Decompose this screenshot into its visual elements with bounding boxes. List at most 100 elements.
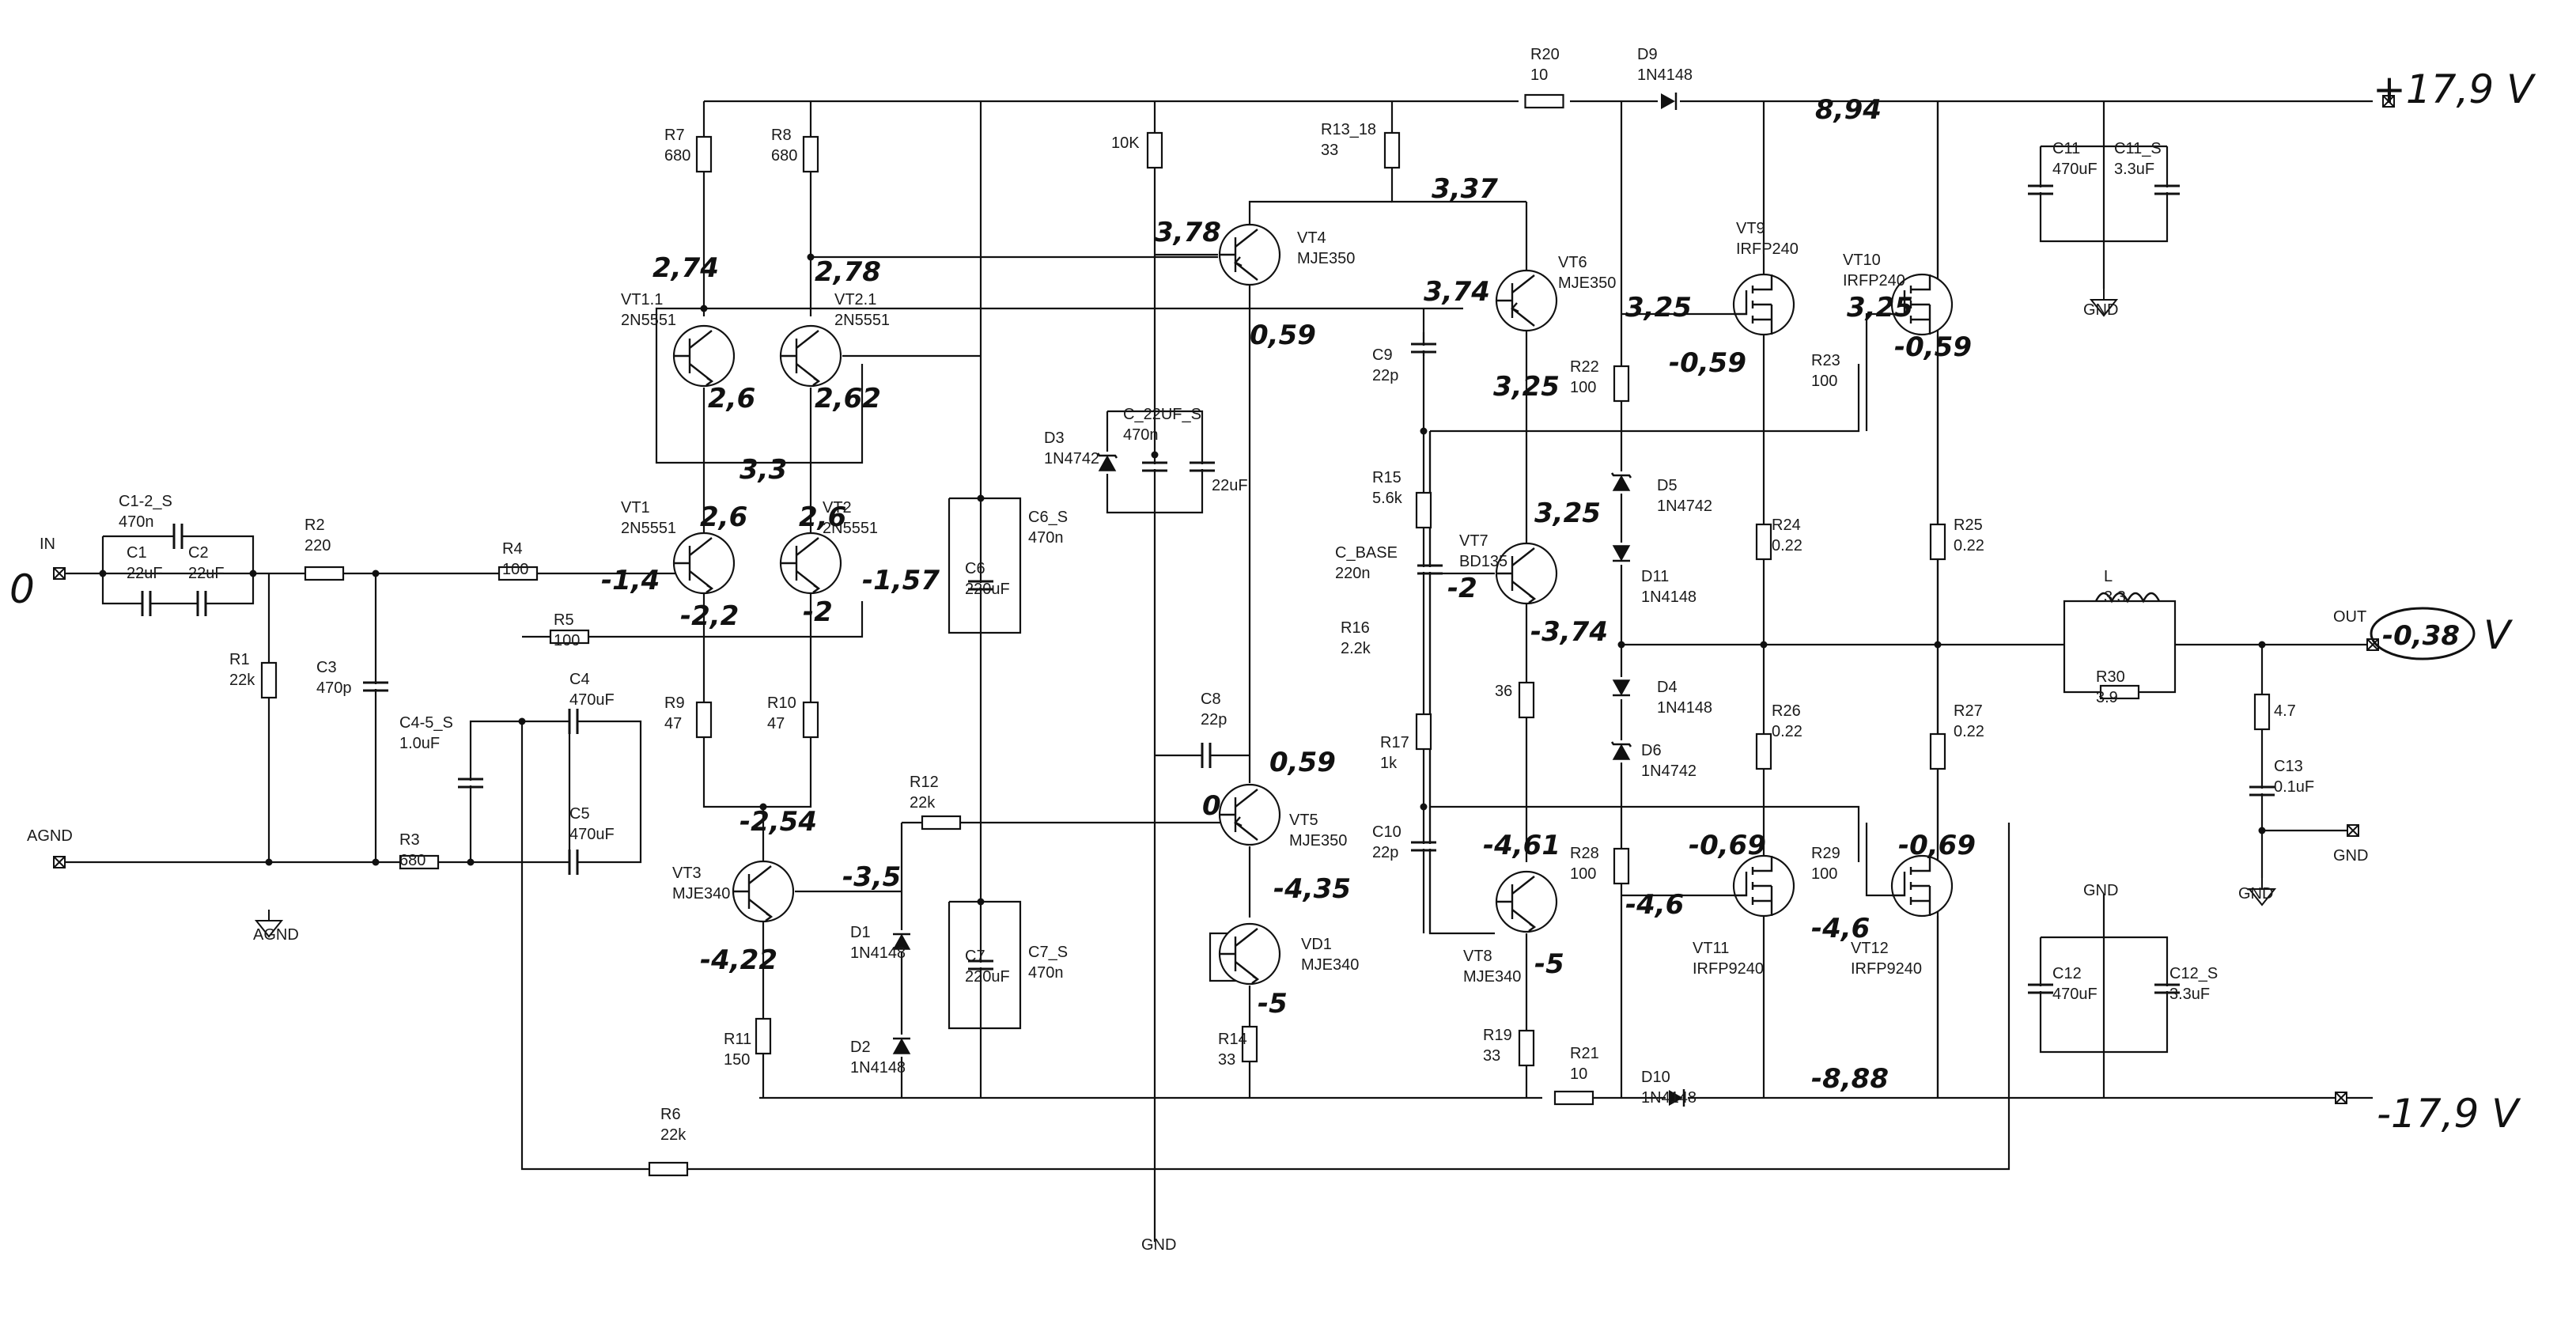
transistor-symbol <box>781 537 819 589</box>
component-value-r1: 22k <box>229 672 255 689</box>
diode-triangle <box>1098 455 1117 471</box>
component-value-vt1: 2N5551 <box>621 520 676 537</box>
voltage-annotation: 8,94 <box>1815 94 1882 126</box>
voltage-annotation: -5 <box>1534 948 1564 980</box>
component-value-r16: 2.2k <box>1341 640 1371 657</box>
component-value-r25: 0.22 <box>1954 537 1984 554</box>
gnd-ground-label-c11: GND <box>2083 301 2118 319</box>
wire <box>1865 823 1892 897</box>
transistor-symbol <box>674 537 713 589</box>
component-ref-c2: C2 <box>188 544 209 562</box>
capacitor-plates <box>1411 841 1436 852</box>
component-value-r27: 0.22 <box>1954 723 1984 740</box>
transistor-symbol <box>1496 547 1535 600</box>
voltage-annotation: -0,69 <box>1689 830 1766 861</box>
component-value-r8: 680 <box>771 147 797 165</box>
component-ref-r6: R6 <box>660 1106 681 1123</box>
resistor-body <box>921 815 962 831</box>
junction-dot <box>99 570 107 577</box>
component-ref-r22: R22 <box>1570 358 1599 376</box>
transistor-arrow <box>1528 595 1537 604</box>
component-ref-c11-s: C11_S <box>2114 140 2162 157</box>
component-ref-r2: R2 <box>305 517 325 534</box>
positive-rail-voltage: +17,9 V <box>2373 66 2536 112</box>
resistor-body <box>549 629 590 645</box>
port-terminal-x <box>2383 96 2394 107</box>
component-ref-vd1: VD1 <box>1301 936 1332 953</box>
junction-dot <box>2258 641 2266 649</box>
diode-bar <box>1610 741 1632 747</box>
capacitor-gap <box>1203 743 1209 768</box>
resistor-body <box>1755 732 1772 770</box>
component-ref-vt11: VT11 <box>1693 940 1729 957</box>
component-value-c12: 470uF <box>2052 986 2097 1003</box>
component-value-r5: 100 <box>554 632 580 649</box>
resistor-body <box>260 661 278 699</box>
component-value-r6: 22k <box>660 1126 687 1144</box>
mosfet-symbol <box>1892 274 1931 335</box>
inductor-coil <box>2094 592 2161 604</box>
capacitor-gap <box>1410 844 1437 849</box>
component-value-r23: 100 <box>1811 373 1837 390</box>
component-value-d2: 1N4148 <box>850 1059 906 1077</box>
transistor-arrow <box>812 585 821 593</box>
component-ref-r24: R24 <box>1772 517 1801 534</box>
component-ref-r13-18: R13_18 <box>1321 121 1376 138</box>
wire <box>1865 312 1892 431</box>
component-value-r14: 33 <box>1218 1051 1235 1069</box>
resistor-body <box>1146 131 1163 169</box>
component-ref-r8: R8 <box>771 127 792 144</box>
component-ref-vt1: VT1 <box>621 499 650 517</box>
capacitor-plates <box>2028 184 2053 195</box>
ground-symbol <box>254 910 284 938</box>
voltage-annotation: 2,6 <box>708 383 755 414</box>
transistor-arrow <box>705 377 714 386</box>
diode-triangle <box>1669 1090 1683 1106</box>
component-ref-vt2-1: VT2.1 <box>834 291 876 308</box>
voltage-annotation: 3,25 <box>1493 371 1560 403</box>
port-terminal-x <box>54 568 65 579</box>
component-ref-c9: C9 <box>1372 346 1393 364</box>
component-value-r21: 10 <box>1570 1065 1587 1083</box>
component-ref-r17: R17 <box>1380 734 1409 751</box>
component-ref-r21: R21 <box>1570 1045 1599 1062</box>
wire <box>655 307 864 464</box>
resistor-body <box>1518 1029 1535 1067</box>
voltage-annotation: -1,4 <box>601 565 660 596</box>
junction-dot <box>1420 803 1428 811</box>
transistor-symbol <box>781 330 819 382</box>
component-labels: C1-2_S470nC122uFC222uFR122kR2220C3470pR3… <box>119 46 2314 1144</box>
component-value-c2: 22uF <box>188 565 225 582</box>
component-ref-c10: C10 <box>1372 823 1401 841</box>
gnd-ground-label-c13: GND <box>2238 885 2273 903</box>
voltage-annotation: -5 <box>1258 988 1288 1020</box>
component-value-r26: 0.22 <box>1772 723 1802 740</box>
agnd-ground-label: AGND <box>253 926 299 944</box>
capacitor-plates <box>2028 983 2053 994</box>
component-ref-r3: R3 <box>399 831 420 849</box>
voltage-annotation: -3,5 <box>842 861 901 893</box>
component-ref-22uf: 22uF <box>1212 477 1248 494</box>
component-ref-r30: R30 <box>2096 668 2125 686</box>
resistor-body <box>802 701 819 739</box>
capacitor-plates <box>141 591 152 616</box>
component-value-r30: 3.9 <box>2096 689 2118 706</box>
component-ref-vt8: VT8 <box>1463 948 1492 965</box>
component-value-r20: 10 <box>1530 66 1548 84</box>
component-value-r4: 100 <box>502 561 528 578</box>
voltage-annotation: 3,74 <box>1424 276 1490 308</box>
transistor-symbol <box>1496 876 1535 928</box>
component-ref-r1: R1 <box>229 651 250 668</box>
component-value-c6-s: 470n <box>1028 529 1064 547</box>
capacitor-plates <box>1201 743 1212 768</box>
component-value-c7: 220uF <box>965 968 1010 986</box>
voltage-annotation: -4,6 <box>1625 889 1684 921</box>
transistor-arrow <box>765 913 774 921</box>
component-ref-vt7: VT7 <box>1459 532 1488 550</box>
component-value-d10: 1N4148 <box>1641 1089 1697 1107</box>
capacitor-plates <box>196 591 207 616</box>
resistor-body <box>497 566 539 581</box>
capacitor-gap <box>967 583 994 588</box>
component-value-c7-s: 470n <box>1028 964 1064 982</box>
